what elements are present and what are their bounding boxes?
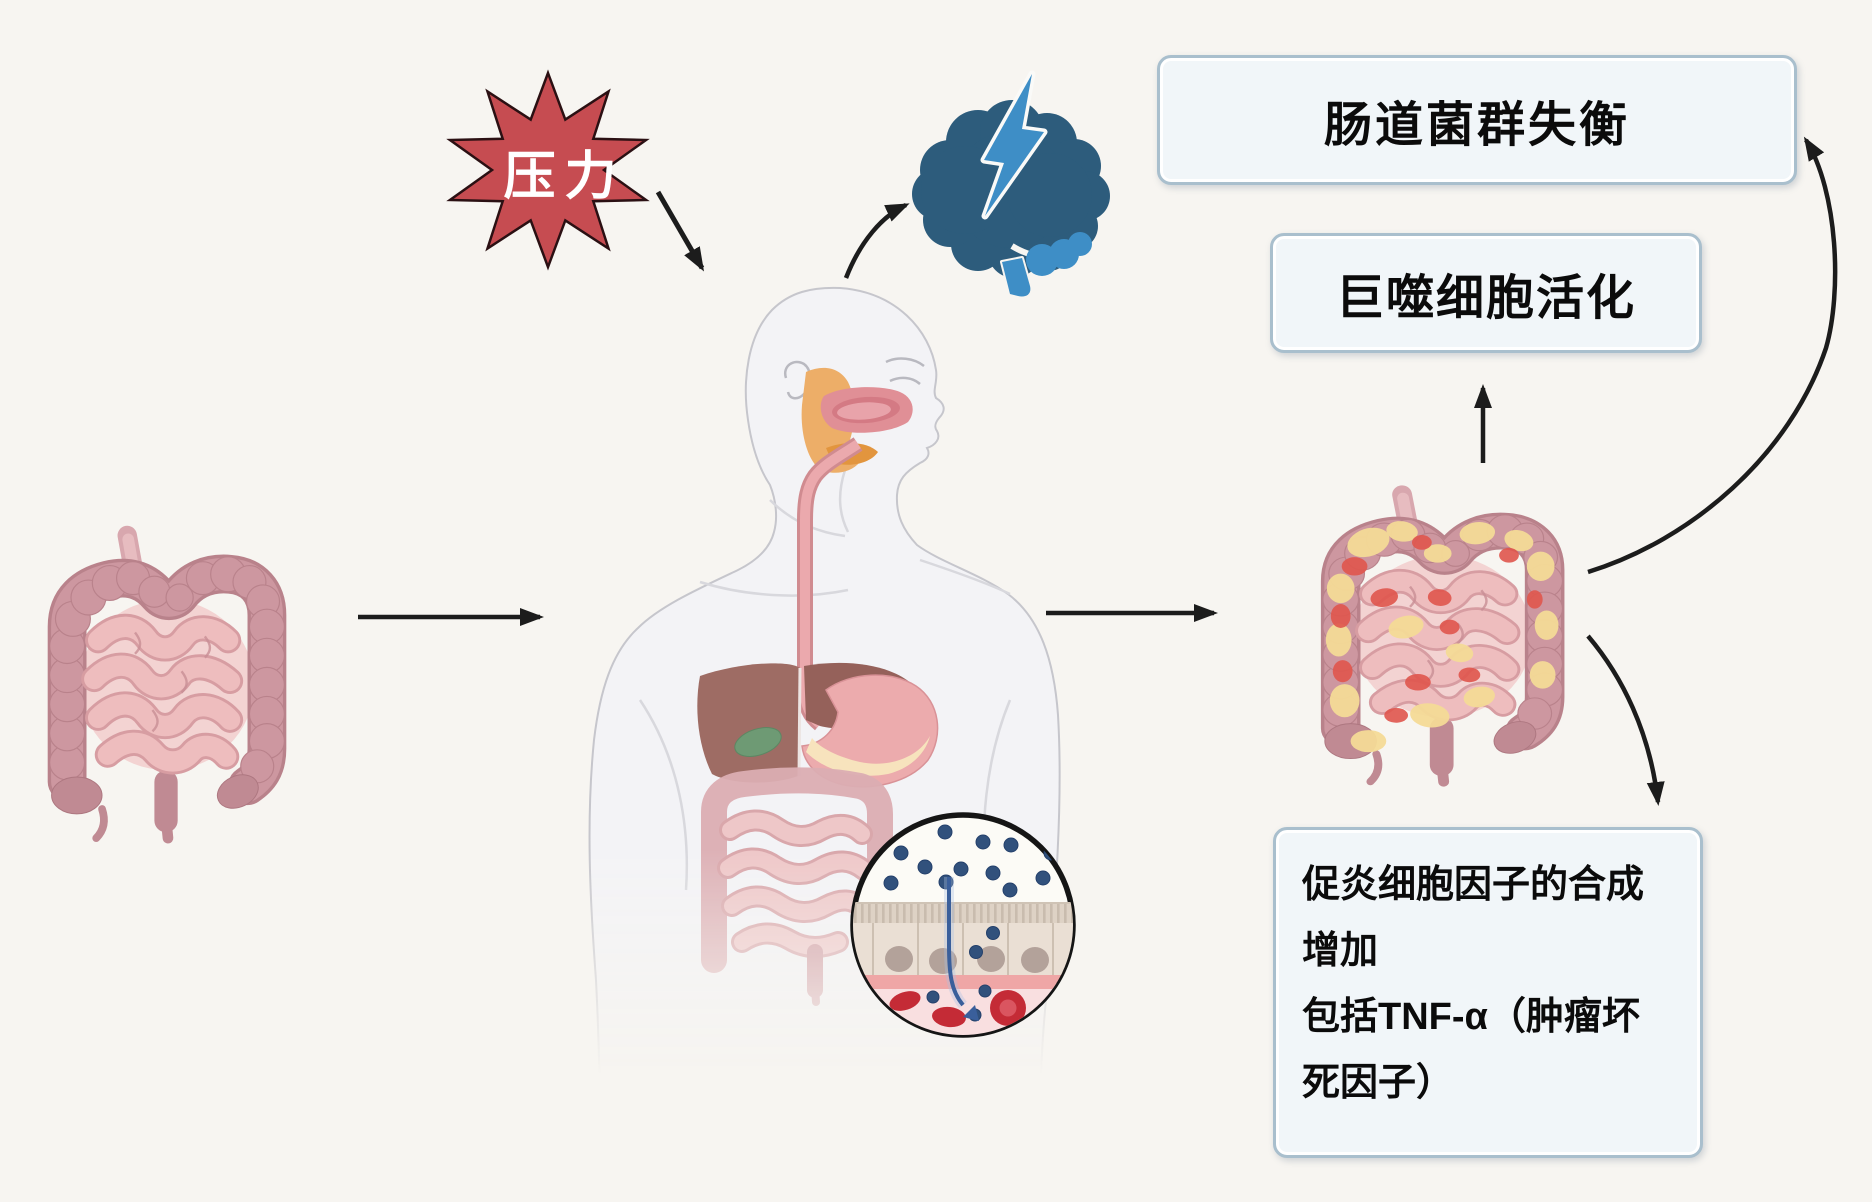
inflamed-intestine-illustration bbox=[1323, 495, 1563, 782]
arrow-gut-to-cytokines-box bbox=[1586, 634, 1665, 806]
cerebellum bbox=[1026, 232, 1092, 276]
macrophage-box: 巨噬细胞活化 bbox=[1270, 233, 1702, 353]
brush-border bbox=[853, 903, 1073, 923]
stomach bbox=[801, 674, 939, 788]
bacteria-dots bbox=[883, 824, 1059, 1022]
stress-label: 压力 bbox=[503, 147, 626, 206]
arrow-head-to-brain bbox=[843, 202, 910, 279]
cytokines-line: 死因子） bbox=[1302, 1062, 1455, 1104]
arrow-stress-to-body bbox=[655, 190, 705, 272]
healthy-intestine-illustration bbox=[50, 535, 285, 838]
cytokines-line: 包括TNF-α（肿瘤坏 bbox=[1302, 996, 1640, 1038]
macrophage-box-label: 巨噬细胞活化 bbox=[1335, 272, 1636, 325]
translocation-arrow bbox=[947, 877, 965, 1007]
intestinal-epithelium-inset bbox=[850, 812, 1076, 1038]
inflammation-patches bbox=[1325, 521, 1559, 753]
brainstem bbox=[1000, 256, 1033, 299]
dysbiosis-box-label: 肠道菌群失衡 bbox=[1323, 99, 1630, 152]
cytokines-line: 增加 bbox=[1302, 930, 1379, 972]
abdominal-intestines bbox=[701, 767, 893, 1006]
connector-arrows bbox=[358, 136, 1838, 806]
starburst-icon bbox=[446, 69, 650, 271]
dysbiosis-box: 肠道菌群失衡 bbox=[1157, 55, 1797, 185]
lightning-bolt-icon bbox=[980, 70, 1048, 220]
brain-lightning-icon bbox=[912, 70, 1110, 299]
cytokines-box: 促炎细胞因子的合成 增加 包括TNF-α（肿瘤坏 死因子） bbox=[1273, 827, 1703, 1158]
cytokines-line: 促炎细胞因子的合成 bbox=[1302, 864, 1645, 906]
arrow-gut-to-dysbiosis-box bbox=[1587, 136, 1838, 575]
gallbladder bbox=[734, 727, 782, 757]
cell-nuclei bbox=[885, 946, 1049, 974]
